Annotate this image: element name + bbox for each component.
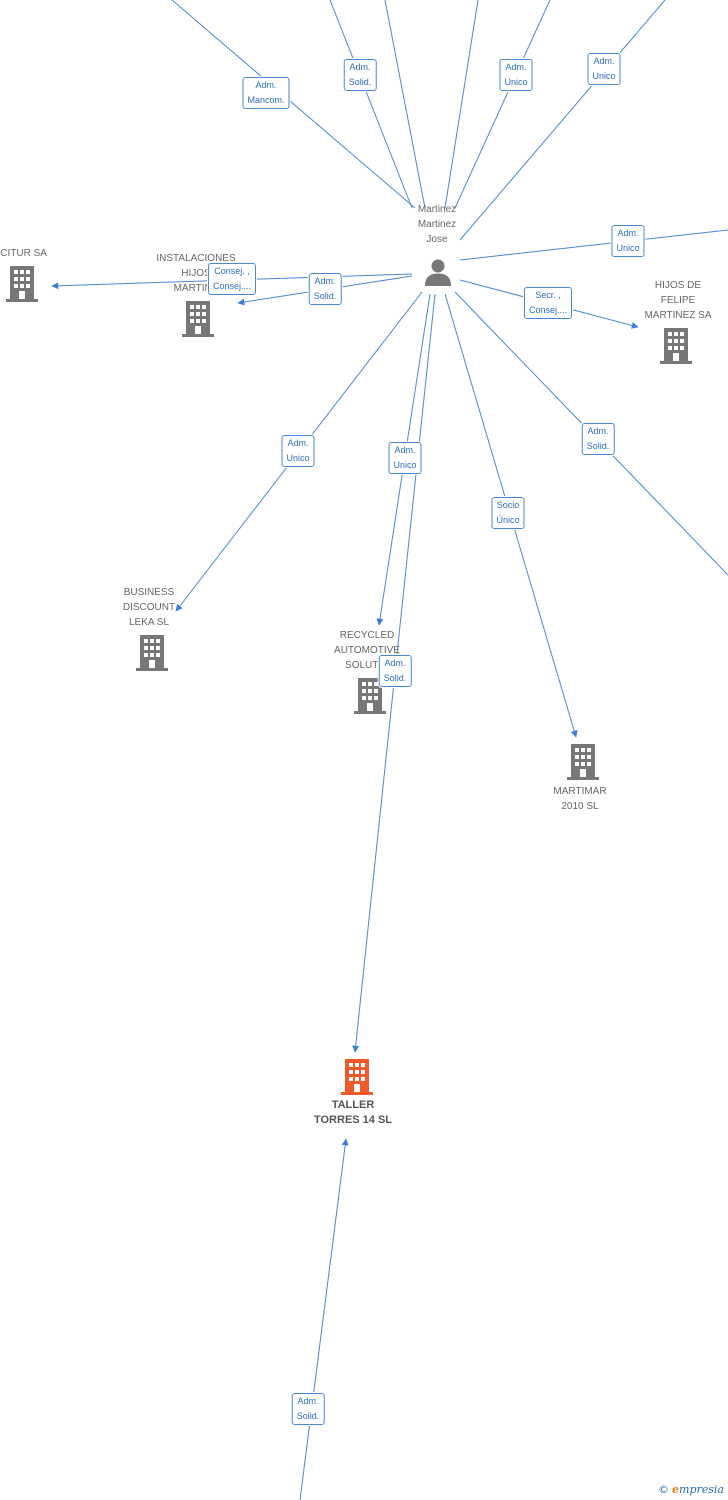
edge-solid-top-a [329,0,413,209]
company-recycled-label[interactable]: RECYCLED AUTOMOTIVE SOLUTIO [334,630,400,671]
building-icon[interactable] [566,744,600,780]
empresia-logo[interactable]: ©empresia [658,1483,724,1496]
role-badge[interactable]: Adm.Solid. [308,273,342,305]
edge-solid-top-b [384,0,426,209]
company-taller-label[interactable]: TALLER TORRES 14 SL [313,1099,393,1126]
company-martimar-label[interactable]: MARTIMAR 2010 SL [553,786,607,812]
role-badge[interactable]: Adm.Unico [587,53,621,85]
copyright-symbol: © [658,1483,670,1496]
main-building-icon[interactable] [340,1059,374,1095]
building-icon[interactable] [5,266,39,302]
role-badge[interactable]: Adm.Solid. [581,423,615,455]
building-icon[interactable] [181,301,215,337]
role-badge[interactable]: Secr. ,Consej.... [523,287,573,319]
edge-mancom [171,0,416,209]
role-badge[interactable]: Adm.Unico [388,442,422,474]
company-instalaciones-label[interactable]: INSTALACIONES HIJOS MARTINE [156,253,236,294]
edge-unico-right [459,229,728,261]
role-badge[interactable]: Adm.Solid. [343,59,377,91]
role-badge[interactable]: Adm.Unico [611,225,645,257]
building-icon[interactable] [353,678,387,714]
edge-unico-top1-b [454,0,551,209]
role-badge[interactable]: Adm.Unico [281,435,315,467]
edge-unico-top1-a [444,0,479,209]
building-icon[interactable] [659,328,693,364]
company-hijos-felipe-label[interactable]: HIJOS DE FELIPE MARTINEZ SA [644,280,712,321]
role-badge[interactable]: Consej. ,Consej.... [207,263,257,295]
role-badge[interactable]: Adm.Solid. [291,1393,325,1425]
role-badge[interactable]: Adm.Mancom. [242,77,290,109]
edge-unico-top2 [459,0,666,241]
person-icon[interactable] [423,257,453,287]
role-badge[interactable]: Adm.Solid. [378,655,412,687]
role-badge[interactable]: Adm.Unico [499,59,533,91]
building-icon[interactable] [135,635,169,671]
company-business-label[interactable]: BUSINESS DISCOUNT LEKA SL [122,587,176,628]
person-label[interactable]: Martinez Martinez Jose [417,204,457,245]
company-ucitur-label[interactable]: UCITUR SA [0,248,47,259]
edge-bottom [299,1138,349,1500]
